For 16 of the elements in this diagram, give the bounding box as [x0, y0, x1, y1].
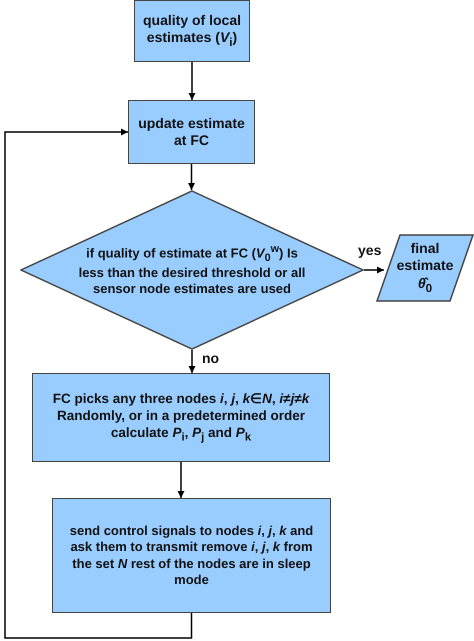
arrow	[188, 164, 195, 190]
node-text: quality of local estimates (V$_{i}$)	[142, 12, 242, 50]
node-text: if quality of estimate at FC (V$_{0}$$^{w}$) Is less than the desired threshold or all sensor node estimates are used	[78, 242, 306, 298]
process-box	[52, 498, 331, 613]
process-box	[32, 373, 330, 462]
arrow	[188, 350, 196, 373]
node-text: update estimate at FC	[137, 114, 246, 150]
node-text: FC picks any three nodes i, j, k∈N, i≠j≠k Randomly, or in a predetermined order calculate P$_{i}$, P$_{j}$ and P$_{k}$	[52, 390, 310, 444]
arrow	[178, 462, 184, 498]
process-box	[134, 0, 250, 62]
arrow	[4, 128, 192, 639]
arrow	[188, 62, 196, 100]
node-text: final estimate θ̂$_{0}$	[396, 240, 454, 296]
node-text: send control signals to nodes i, j, k and ask them to transmit remove i, j, k from the set N rest of the nodes are in sleep mode	[68, 523, 314, 588]
arrow	[364, 266, 384, 274]
process-box	[128, 100, 255, 164]
